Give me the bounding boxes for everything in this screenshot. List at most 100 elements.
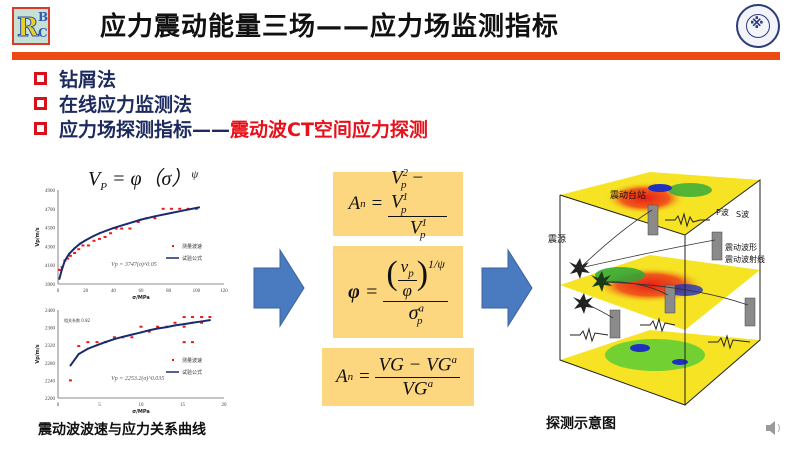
- fit-point: [181, 209, 184, 212]
- f1-denominator: V1p: [409, 216, 428, 241]
- data-point: [136, 220, 140, 223]
- source-icon: [569, 258, 590, 279]
- x-tick-label: 20: [83, 289, 89, 294]
- data-point: [57, 268, 61, 271]
- fit-point: [167, 212, 170, 215]
- velocity-equation: VP = φ（σ）ψ: [88, 162, 198, 193]
- data-point: [92, 239, 96, 242]
- fit-point: [58, 277, 61, 280]
- data-point: [139, 325, 143, 328]
- data-point: [130, 336, 134, 339]
- data-point: [173, 321, 177, 324]
- fit-point: [68, 252, 71, 255]
- data-point: [81, 244, 85, 247]
- fit-point: [130, 333, 133, 336]
- fit-point: [153, 215, 156, 218]
- x-tick-label: 40: [111, 289, 117, 294]
- fit-point: [140, 331, 142, 334]
- fit-point: [77, 353, 80, 355]
- bullet-text: 钻屑法: [59, 69, 117, 91]
- y-tick-label: 4900: [45, 189, 56, 194]
- data-point: [147, 330, 151, 333]
- x-axis-label: σ/MPa: [132, 409, 150, 415]
- bullet-text: 在线应力监测法: [59, 94, 193, 116]
- fit-point: [183, 323, 186, 326]
- data-point: [190, 341, 194, 344]
- fit-annotation: Vp = 3747(σ)^0.05: [111, 261, 157, 268]
- data-point: [182, 325, 186, 328]
- y-tick-label: 2360: [45, 327, 56, 332]
- data-point: [200, 316, 204, 319]
- label-p-wave: P波: [716, 207, 729, 217]
- y-tick-label: 3900: [45, 283, 56, 288]
- data-point: [156, 325, 160, 328]
- data-point: [77, 248, 81, 251]
- label-ray: 震动波射线: [725, 254, 765, 264]
- y-axis-label: Vp/m/s: [35, 344, 41, 363]
- data-point: [190, 316, 194, 319]
- source-icon: [591, 271, 612, 292]
- x-axis-label: σ/MPa: [132, 295, 150, 301]
- fit-point: [63, 259, 66, 262]
- bullet-item: 应力场探测指标——震动波CT空间应力探测: [34, 116, 428, 141]
- fit-point: [61, 267, 64, 270]
- y-tick-label: 4100: [45, 264, 56, 269]
- x-tick-label: 10: [139, 403, 145, 408]
- x-tick-label: 15: [180, 403, 186, 408]
- fit-point: [73, 247, 76, 250]
- logo-letter-c: C: [38, 26, 48, 40]
- fit-point: [113, 338, 116, 341]
- y-tick-label: 4500: [45, 227, 56, 232]
- data-point: [77, 345, 81, 348]
- f3-lhs: A: [336, 366, 348, 387]
- fit-point: [79, 242, 82, 245]
- y-tick-label: 2200: [45, 397, 56, 402]
- x-tick-label: 20: [222, 403, 228, 408]
- y-tick-label: 4700: [45, 208, 56, 213]
- correlation-note: 相关系数 0.82: [64, 317, 91, 323]
- fit-point: [91, 235, 94, 238]
- f1-lhs-sub: n: [360, 198, 366, 210]
- data-point: [153, 217, 157, 220]
- data-point: [112, 336, 116, 339]
- logo-letter-b: B: [38, 10, 49, 24]
- data-point: [120, 227, 124, 230]
- fit-point: [126, 222, 129, 225]
- fit-point: [96, 344, 99, 347]
- data-point: [178, 207, 182, 210]
- data-point: [86, 244, 90, 247]
- data-point: [161, 207, 165, 210]
- legend-marker-measured: [172, 245, 174, 247]
- speaker-icon[interactable]: [764, 418, 784, 442]
- data-point: [109, 232, 113, 235]
- f2-denominator: σap: [408, 301, 425, 327]
- fit-annotation: Vp = 2253.2(σ)^0.035: [111, 375, 164, 382]
- fit-point: [200, 320, 203, 323]
- x-tick-label: 60: [139, 289, 145, 294]
- data-point: [103, 236, 107, 238]
- bullet-highlight: 震动波CT空间应力探测: [230, 119, 428, 141]
- data-point: [95, 341, 99, 344]
- f3-fraction: VG − VGa VGa: [375, 354, 460, 400]
- f3-lhs-sub: n: [347, 371, 354, 383]
- y-axis-label: Vp/m/s: [35, 227, 41, 246]
- data-point: [200, 321, 204, 324]
- fit-line: [58, 206, 200, 280]
- data-point: [128, 227, 132, 230]
- data-point: [208, 316, 212, 319]
- legend-label-measured: 测量波速: [182, 357, 202, 364]
- data-point: [114, 227, 118, 230]
- eq-lhs-sub: P: [100, 181, 107, 193]
- label-s-wave: S波: [736, 209, 749, 219]
- fit-point: [121, 335, 124, 338]
- bullet-text: 应力场探测指标——: [59, 119, 231, 141]
- fit-point: [140, 218, 142, 221]
- label-station: 震动台站: [610, 189, 646, 201]
- f1-numerator: V2p − V1p: [387, 167, 448, 217]
- x-tick-label: 100: [193, 289, 201, 294]
